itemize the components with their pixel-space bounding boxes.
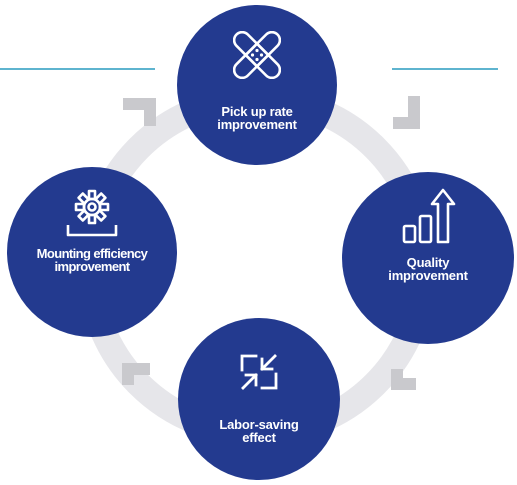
node-label: Mounting efficiency improvement [7, 247, 177, 273]
node-mounting-efficiency: Mounting efficiency improvement [7, 167, 177, 337]
node-label-line1: Mounting efficiency [36, 246, 148, 261]
node-label-line2: effect [242, 430, 276, 445]
cycle-arrow-top-right [393, 96, 420, 129]
node-label-line1: Pick up rate [221, 104, 293, 119]
node-label-line1: Labor-saving [219, 417, 299, 432]
node-label-line1: Quality [406, 255, 450, 270]
gear-tray-icon [64, 187, 120, 243]
node-label: Labor-saving effect [178, 418, 340, 444]
bandage-icon [232, 30, 282, 80]
cycle-arrow-top-left [123, 98, 156, 126]
node-label: Quality improvement [342, 256, 514, 282]
node-label-line2: improvement [54, 259, 130, 274]
compress-arrows-icon [239, 352, 279, 392]
node-labor-saving: Labor-saving effect [178, 318, 340, 480]
node-pick-up-rate: Pick up rate improvement [177, 5, 337, 165]
cycle-arrow-bottom-right [391, 369, 416, 390]
cycle-arrow-bottom-left [122, 363, 150, 385]
node-label-line2: improvement [217, 117, 297, 132]
node-label-line2: improvement [388, 268, 468, 283]
growth-bar-chart-icon [400, 188, 456, 244]
node-label: Pick up rate improvement [177, 105, 337, 131]
node-quality: Quality improvement [342, 172, 514, 344]
